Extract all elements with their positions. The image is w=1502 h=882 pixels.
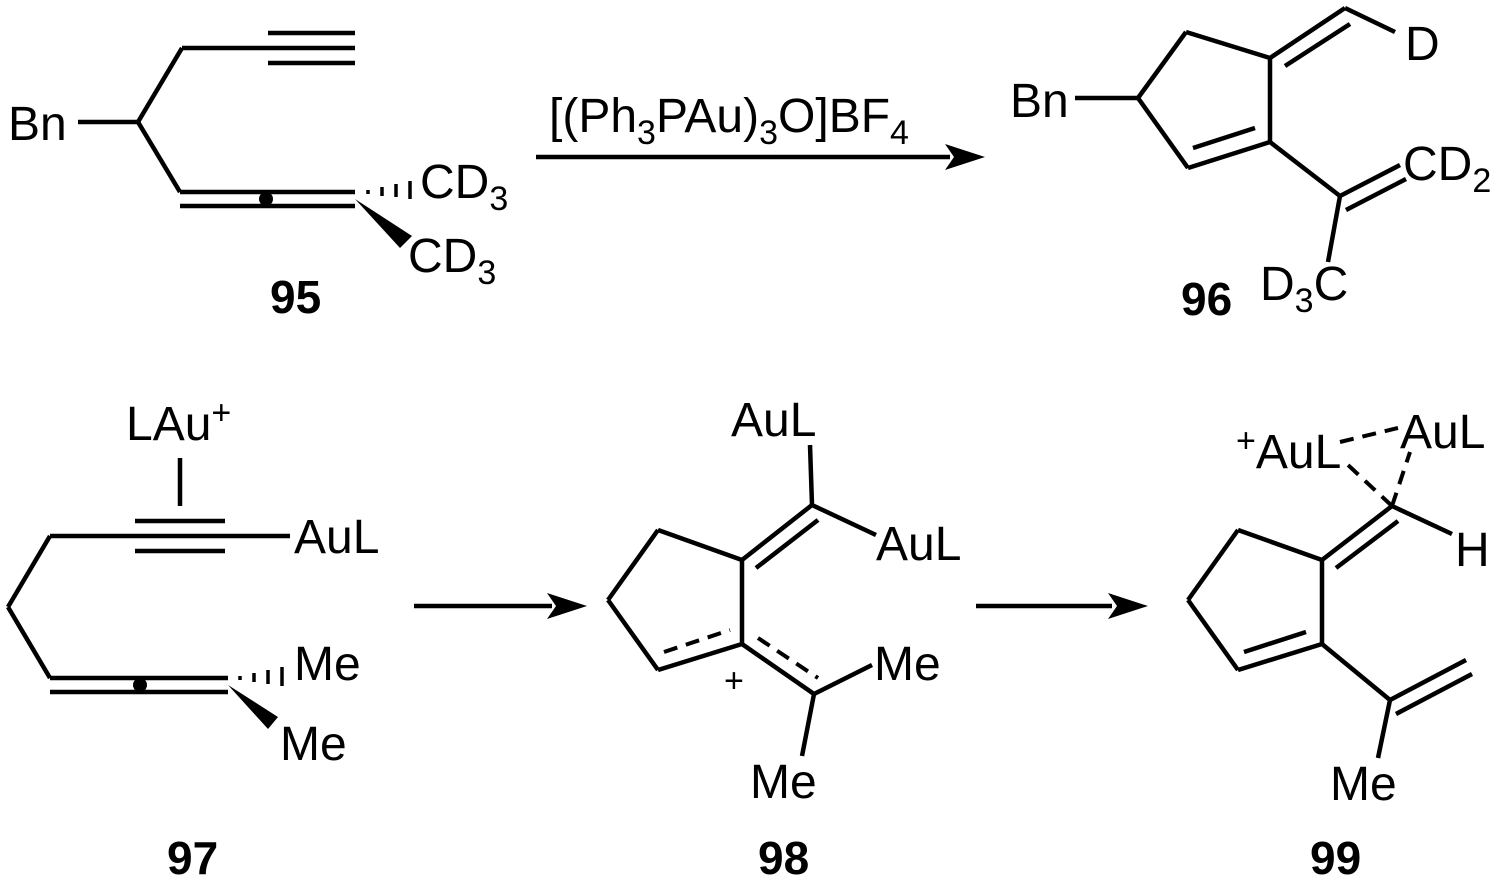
me-label: Me	[1330, 758, 1397, 811]
bond-d	[1344, 5, 1396, 35]
bond-d3c	[1325, 195, 1343, 263]
exocyclic-double-bond-inner	[1283, 22, 1352, 68]
ring-bond	[1185, 29, 1271, 61]
bn-label: Bn	[8, 98, 67, 151]
me-top-label: Me	[294, 638, 361, 691]
compound-number-96: 96	[1181, 273, 1232, 325]
ring-double-bond-inner	[1192, 125, 1256, 151]
wedge-bond	[228, 685, 278, 729]
alkene-bond	[1338, 163, 1402, 198]
allene-center-dot	[133, 678, 147, 692]
ring-double-bond	[1187, 139, 1271, 171]
aul-right-label: AuL	[1400, 406, 1485, 459]
alkene-bond-inner	[1394, 672, 1474, 716]
dashed-au-bond	[1390, 451, 1412, 507]
cd3-bottom-label: CD3	[408, 230, 496, 292]
dashed-au-bond	[1346, 463, 1394, 508]
exocyclic-double-bond	[1268, 6, 1347, 60]
ring-bond	[1136, 96, 1190, 170]
cd3-top-label: CD3	[420, 156, 508, 218]
reaction-arrow-1: [(Ph3PAu)3O]BF4	[536, 90, 985, 170]
reagent-label: [(Ph3PAu)3O]BF4	[549, 90, 909, 152]
lau-label: LAu+	[126, 394, 231, 451]
bond	[740, 642, 816, 696]
exocyclic-double-bond-inner	[754, 518, 820, 570]
compound-96: Bn D CD2 D3C 96	[1010, 5, 1491, 325]
bond	[136, 120, 182, 194]
wedge-bond	[355, 199, 412, 248]
ring-bond	[606, 598, 660, 672]
compound-99: +AuL AuL H Me 99	[1186, 406, 1490, 882]
bond-h	[1391, 503, 1453, 537]
reaction-arrow-2	[414, 593, 587, 619]
exocyclic-double-bond	[1320, 504, 1394, 562]
bond-aul	[811, 502, 877, 538]
bond-aul	[807, 444, 815, 506]
exocyclic-double-bond	[740, 503, 814, 562]
allene-center-dot	[259, 192, 273, 206]
me-bottom-label: Me	[750, 756, 817, 809]
compound-number-95: 95	[270, 271, 321, 323]
h-label: H	[1455, 524, 1490, 577]
reaction-arrow-3	[976, 593, 1148, 619]
aul-label: AuL	[294, 511, 379, 564]
aul-left-label: +AuL	[1236, 422, 1341, 479]
bond-me	[1375, 699, 1393, 759]
positive-charge: +	[724, 662, 744, 700]
bond	[6, 534, 52, 609]
bond-me	[799, 693, 817, 757]
ring-bond	[657, 527, 743, 563]
ring-bond	[1237, 527, 1323, 563]
bond	[1268, 140, 1342, 198]
delocalized-bond	[756, 636, 820, 680]
d3c-label: D3C	[1260, 258, 1348, 320]
compound-98: AuL AuL + Me Me 98	[606, 394, 961, 882]
delocalized-bond	[663, 628, 731, 654]
hashed-bond	[238, 667, 284, 686]
ring-bond	[606, 528, 660, 602]
ring-bond	[1136, 30, 1188, 100]
ring-bond	[657, 641, 743, 673]
hashed-bond	[366, 181, 412, 199]
aul-right-label: AuL	[876, 518, 961, 571]
ring-double-bond-inner	[1243, 629, 1307, 655]
bond	[6, 605, 52, 680]
bond	[1320, 642, 1392, 702]
cd2-label: CD2	[1403, 138, 1491, 200]
aul-top-label: AuL	[731, 394, 816, 447]
bn-label: Bn	[1010, 75, 1069, 128]
compound-number-99: 99	[1310, 832, 1361, 882]
me-bottom-label: Me	[280, 718, 347, 771]
me-right-label: Me	[874, 638, 941, 691]
alkene-bond	[1388, 658, 1468, 702]
bond-me	[812, 662, 874, 697]
ring-bond	[1186, 528, 1240, 602]
compound-number-97: 97	[167, 832, 218, 882]
bond	[136, 46, 184, 124]
ring-bond	[1186, 598, 1240, 672]
exocyclic-double-bond-inner	[1334, 519, 1400, 570]
d-label: D	[1405, 18, 1440, 71]
alkene-bond-inner	[1344, 177, 1408, 212]
compound-97: LAu+ AuL Me Me 97	[6, 394, 379, 882]
compound-95: Bn CD3 CD3 95	[8, 30, 508, 323]
compound-number-98: 98	[758, 832, 809, 882]
dashed-au-au-bond	[1339, 426, 1399, 444]
ring-double-bond	[1237, 641, 1323, 673]
